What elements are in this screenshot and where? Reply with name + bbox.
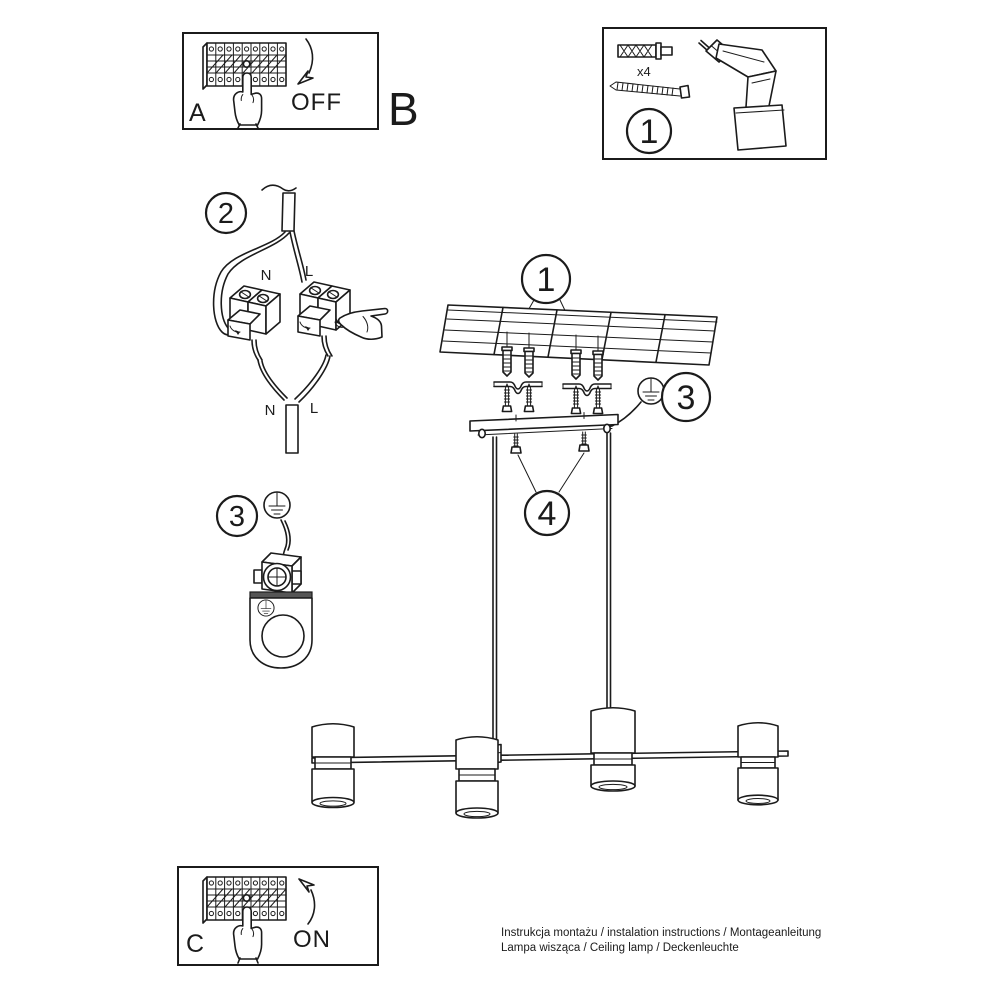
tools-step-number: 1: [640, 113, 659, 151]
callout-circle: [523, 489, 571, 537]
terminal-l-label: L: [305, 263, 313, 280]
screw-quantity-label: x4: [637, 64, 651, 79]
wire-l-label: L: [310, 400, 318, 417]
wiring-step: 2 N L N L: [204, 184, 389, 454]
lamp-shade: [590, 706, 636, 792]
wrist-lines: [237, 123, 259, 129]
tools-box: x4 1: [602, 27, 827, 160]
footer-text: Instrukcja montażu / instalation instruc…: [501, 926, 821, 956]
suspension-rod-right: [606, 432, 612, 710]
wrist-lines: [237, 957, 259, 964]
step-circle: [215, 494, 259, 538]
footer-line-1: Instrukcja montażu / instalation instruc…: [501, 927, 822, 939]
mounting-bar-drawing: [469, 412, 619, 439]
anchor-callout-number: 1: [537, 261, 556, 299]
step-circle: [204, 191, 248, 235]
drill-icon: [698, 39, 787, 151]
lamp-bar: [311, 743, 789, 765]
pendant-lamp-drawing: [311, 706, 789, 819]
ground-callout-number: 3: [677, 379, 696, 417]
step-circle: [625, 107, 673, 155]
callout-circle: [660, 371, 712, 423]
pilot-lines: [506, 331, 599, 352]
ground-lead-line: [603, 401, 642, 429]
arrow-down-icon: [297, 38, 314, 85]
ceiling-assembly: 1 3: [439, 253, 718, 754]
section-b-label: B: [388, 83, 419, 135]
wall-plug-horizontal-icon: [617, 42, 673, 60]
panel-a: A OFF: [182, 32, 379, 130]
callout-circle: [520, 253, 572, 305]
arrow-up-icon: [298, 878, 316, 925]
tools-box-frame: [602, 27, 827, 160]
wiring-step-number: 2: [218, 198, 234, 230]
mains-cable-drawing: [212, 184, 307, 336]
ground-step-number: 3: [229, 501, 245, 533]
screw-callout-number: 4: [538, 495, 557, 533]
pointing-hand-side-icon: [334, 307, 389, 341]
joined-wires-drawing: [257, 354, 331, 454]
suspension-rod-left: [492, 436, 498, 754]
screw-leader-lines: [517, 452, 585, 493]
panel-c-state: ON: [293, 926, 331, 953]
mounting-straps: [493, 381, 612, 397]
wire-n-label: N: [265, 402, 276, 419]
lamp-shade: [455, 735, 499, 819]
ground-detail-step: 3: [215, 491, 313, 669]
lamp-shade: [311, 722, 355, 809]
panel-c-frame: [177, 866, 379, 966]
ground-wire: [280, 519, 291, 560]
panel-a-letter: A: [189, 99, 206, 127]
panel-a-frame: [182, 32, 379, 130]
lamp-shade: [737, 721, 779, 806]
terminal-n-label: N: [261, 267, 272, 284]
mounting-plate-drawing: [249, 591, 313, 669]
panel-a-state: OFF: [291, 89, 342, 116]
ground-terminal-drawing: [253, 552, 302, 594]
footer-line-2: Lampa wisząca / Ceiling lamp / Deckenleu…: [501, 942, 739, 954]
panel-c-letter: C: [186, 930, 204, 958]
screw-horizontal-icon: [609, 81, 691, 99]
panel-c: C ON: [177, 866, 379, 966]
